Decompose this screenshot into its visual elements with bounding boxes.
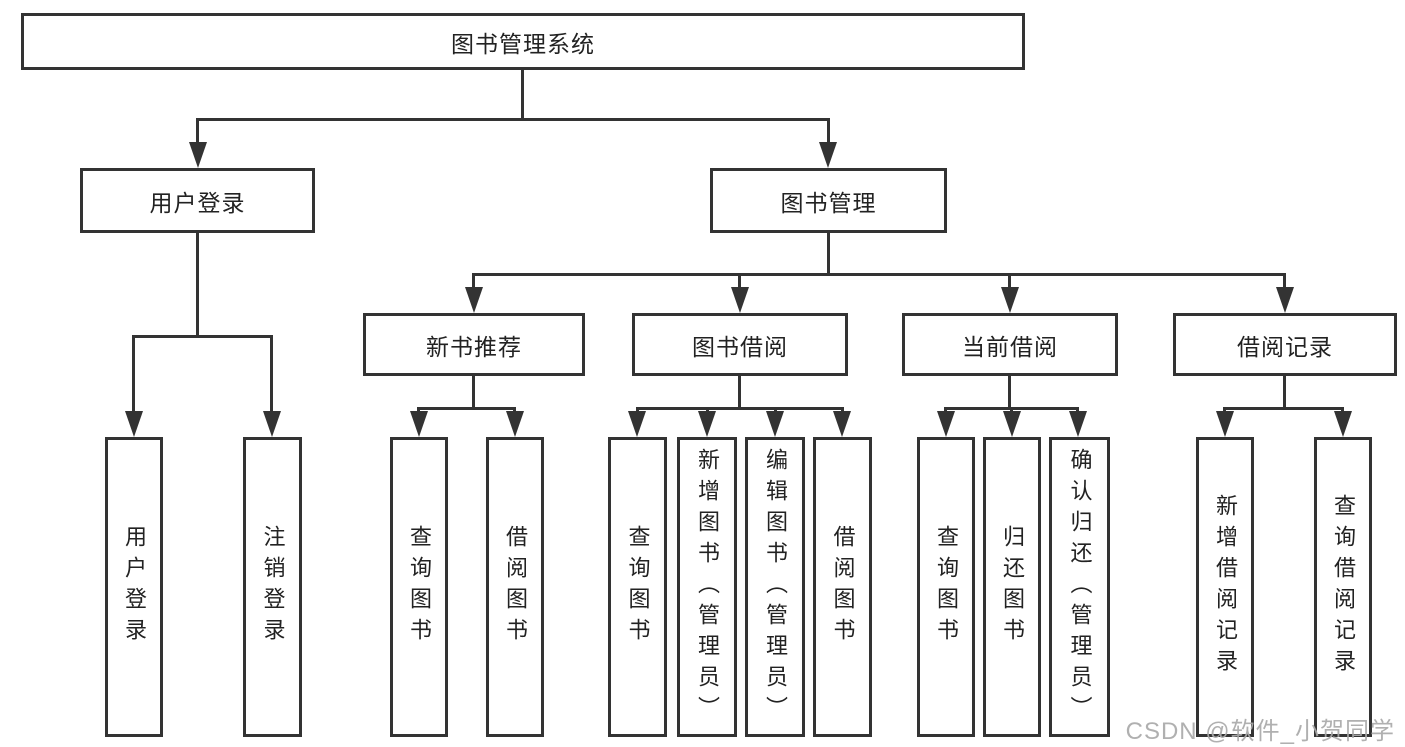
leaf-confirm-return-admin: 确认归还（管理员） — [1049, 437, 1110, 737]
connector-line — [521, 67, 524, 118]
node-borrowing-records: 借阅记录 — [1173, 313, 1397, 376]
leaf-label: 新增借阅记录 — [1213, 494, 1238, 680]
node-label: 用户登录 — [149, 189, 246, 216]
leaf-add-borrow-record: 新增借阅记录 — [1196, 437, 1254, 737]
connector-line — [636, 407, 843, 410]
node-label: 新书推荐 — [426, 333, 522, 360]
leaf-label: 编辑图书（管理员） — [763, 447, 788, 727]
arrow-down-icon — [465, 287, 483, 313]
node-new-book-recommend: 新书推荐 — [363, 313, 585, 376]
node-current-borrowing: 当前借阅 — [902, 313, 1118, 376]
connector-line — [1283, 376, 1286, 410]
leaf-label: 新增图书（管理员） — [695, 447, 720, 727]
arrow-down-icon — [1003, 411, 1021, 437]
leaf-label: 注销登录 — [260, 525, 286, 649]
connector-line — [472, 376, 475, 410]
leaf-query-books-current: 查询图书 — [917, 437, 975, 737]
arrow-down-icon — [819, 142, 837, 168]
leaf-label: 查询借阅记录 — [1331, 494, 1356, 680]
arrow-down-icon — [410, 411, 428, 437]
node-library-system: 图书管理系统 — [21, 13, 1025, 70]
arrow-down-icon — [937, 411, 955, 437]
leaf-logout: 注销登录 — [243, 437, 302, 737]
leaf-add-books-admin: 新增图书（管理员） — [677, 437, 737, 737]
arrow-down-icon — [1069, 411, 1087, 437]
connector-line — [132, 335, 135, 414]
node-label: 图书管理 — [780, 189, 877, 216]
leaf-borrow-books-recommend: 借阅图书 — [486, 437, 544, 737]
leaf-label: 查询图书 — [625, 525, 651, 649]
arrow-down-icon — [506, 411, 524, 437]
leaf-label: 确认归还（管理员） — [1067, 447, 1093, 727]
node-label: 图书管理系统 — [451, 30, 595, 57]
leaf-edit-books-admin: 编辑图书（管理员） — [745, 437, 805, 737]
connector-line — [827, 233, 830, 276]
node-label: 图书借阅 — [692, 333, 788, 360]
arrow-down-icon — [731, 287, 749, 313]
connector-line — [1008, 376, 1011, 410]
connector-line — [472, 273, 475, 290]
connector-line — [1008, 273, 1011, 290]
connector-line — [132, 335, 273, 338]
leaf-label: 查询图书 — [407, 525, 432, 649]
leaf-query-borrow-record: 查询借阅记录 — [1314, 437, 1372, 737]
leaf-return-books: 归还图书 — [983, 437, 1041, 737]
connector-line — [827, 118, 830, 145]
leaf-label: 查询图书 — [934, 525, 959, 649]
leaf-borrow-books: 借阅图书 — [813, 437, 872, 737]
arrow-down-icon — [628, 411, 646, 437]
leaf-query-books-recommend: 查询图书 — [390, 437, 448, 737]
leaf-label: 用户登录 — [122, 525, 147, 649]
arrow-down-icon — [1216, 411, 1234, 437]
node-label: 当前借阅 — [962, 333, 1058, 360]
arrow-down-icon — [1276, 287, 1294, 313]
leaf-label: 借阅图书 — [830, 525, 856, 649]
connector-line — [1283, 273, 1286, 290]
connector-line — [738, 376, 741, 410]
arrow-down-icon — [766, 411, 784, 437]
arrow-down-icon — [189, 142, 207, 168]
connector-line — [738, 273, 741, 290]
connector-line — [418, 407, 516, 410]
arrow-down-icon — [1001, 287, 1019, 313]
leaf-label: 归还图书 — [1000, 525, 1025, 649]
node-book-management: 图书管理 — [710, 168, 947, 233]
arrow-down-icon — [833, 411, 851, 437]
leaf-label: 借阅图书 — [503, 525, 528, 649]
arrow-down-icon — [698, 411, 716, 437]
arrow-down-icon — [263, 411, 281, 437]
connector-line — [473, 273, 1286, 276]
connector-line — [196, 233, 199, 338]
node-label: 借阅记录 — [1237, 333, 1333, 360]
node-book-borrowing: 图书借阅 — [632, 313, 848, 376]
leaf-user-login: 用户登录 — [105, 437, 163, 737]
watermark: CSDN @软件_小贺同学 — [1125, 718, 1395, 745]
connector-line — [196, 118, 199, 145]
arrow-down-icon — [1334, 411, 1352, 437]
connector-line — [197, 118, 830, 121]
arrow-down-icon — [125, 411, 143, 437]
connector-line — [1224, 407, 1344, 410]
connector-line — [270, 335, 273, 414]
leaf-query-books-borrow: 查询图书 — [608, 437, 667, 737]
node-user-login: 用户登录 — [80, 168, 315, 233]
